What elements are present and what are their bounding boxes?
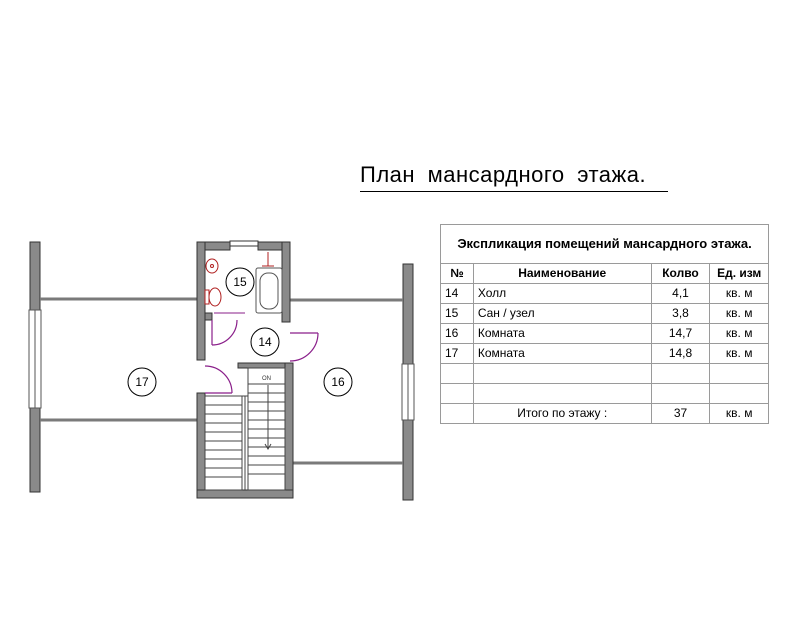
header-number: №: [440, 263, 474, 284]
toilet: [204, 287, 222, 307]
sink: [205, 258, 219, 274]
cell-unit: кв. м: [709, 323, 769, 344]
plan-title: План мансардного этажа.: [360, 162, 647, 187]
room-marker-17: 17: [127, 367, 157, 397]
table-title: Экспликация помещений мансардного этажа.: [440, 224, 769, 264]
table-title-row: Экспликация помещений мансардного этажа.: [440, 224, 769, 264]
table-row: 17 Комната 14,8 кв. м: [440, 343, 769, 364]
cell-number: 17: [440, 343, 474, 364]
table-row-empty: [440, 363, 769, 384]
cell-number: 14: [440, 283, 474, 304]
header-quantity: Колво: [650, 263, 711, 284]
cell-name: Комната: [472, 323, 652, 344]
room-marker-14: 14: [250, 327, 280, 357]
cell-quantity: 3,8: [650, 303, 711, 324]
cell-number: 16: [440, 323, 474, 344]
cell-name: Холл: [472, 283, 652, 304]
room-marker-16: 16: [323, 367, 353, 397]
stair-label: ON: [262, 376, 271, 382]
room-number: 14: [258, 335, 272, 349]
cell-name: Комната: [472, 343, 652, 364]
shower-tap: [262, 252, 274, 267]
staircase: [204, 367, 286, 491]
room-number: 15: [233, 275, 247, 289]
doors: [204, 312, 319, 394]
table-row: 16 Комната 14,7 кв. м: [440, 323, 769, 344]
table-row: 14 Холл 4,1 кв. м: [440, 283, 769, 304]
table-total-row: Итого по этажу : 37 кв. м: [440, 403, 769, 424]
header-name: Наименование: [472, 263, 652, 284]
cell-unit: кв. м: [709, 343, 769, 364]
cell-unit: кв. м: [709, 303, 769, 324]
cell-quantity: 14,7: [650, 323, 711, 344]
table-row: 15 Сан / узел 3,8 кв. м: [440, 303, 769, 324]
room-number: 17: [135, 375, 149, 389]
total-unit: кв. м: [709, 403, 769, 424]
cell-quantity: 4,1: [650, 283, 711, 304]
room-marker-15: 15: [225, 267, 255, 297]
bathtub: [255, 267, 283, 314]
cell-quantity: 14,8: [650, 343, 711, 364]
table-row-empty: [440, 383, 769, 404]
table-header-row: № Наименование Колво Ед. изм: [440, 263, 769, 284]
cell-unit: кв. м: [709, 283, 769, 304]
roof-lines: [40, 297, 403, 465]
total-label: Итого по этажу :: [472, 403, 652, 424]
room-explication-table: Экспликация помещений мансардного этажа.…: [440, 224, 769, 424]
cell-name: Сан / узел: [472, 303, 652, 324]
header-unit: Ед. изм: [709, 263, 769, 284]
cell-number: 15: [440, 303, 474, 324]
room-number: 16: [331, 375, 345, 389]
side-window: [28, 309, 415, 421]
total-quantity: 37: [650, 403, 711, 424]
title-underline: [360, 191, 668, 192]
